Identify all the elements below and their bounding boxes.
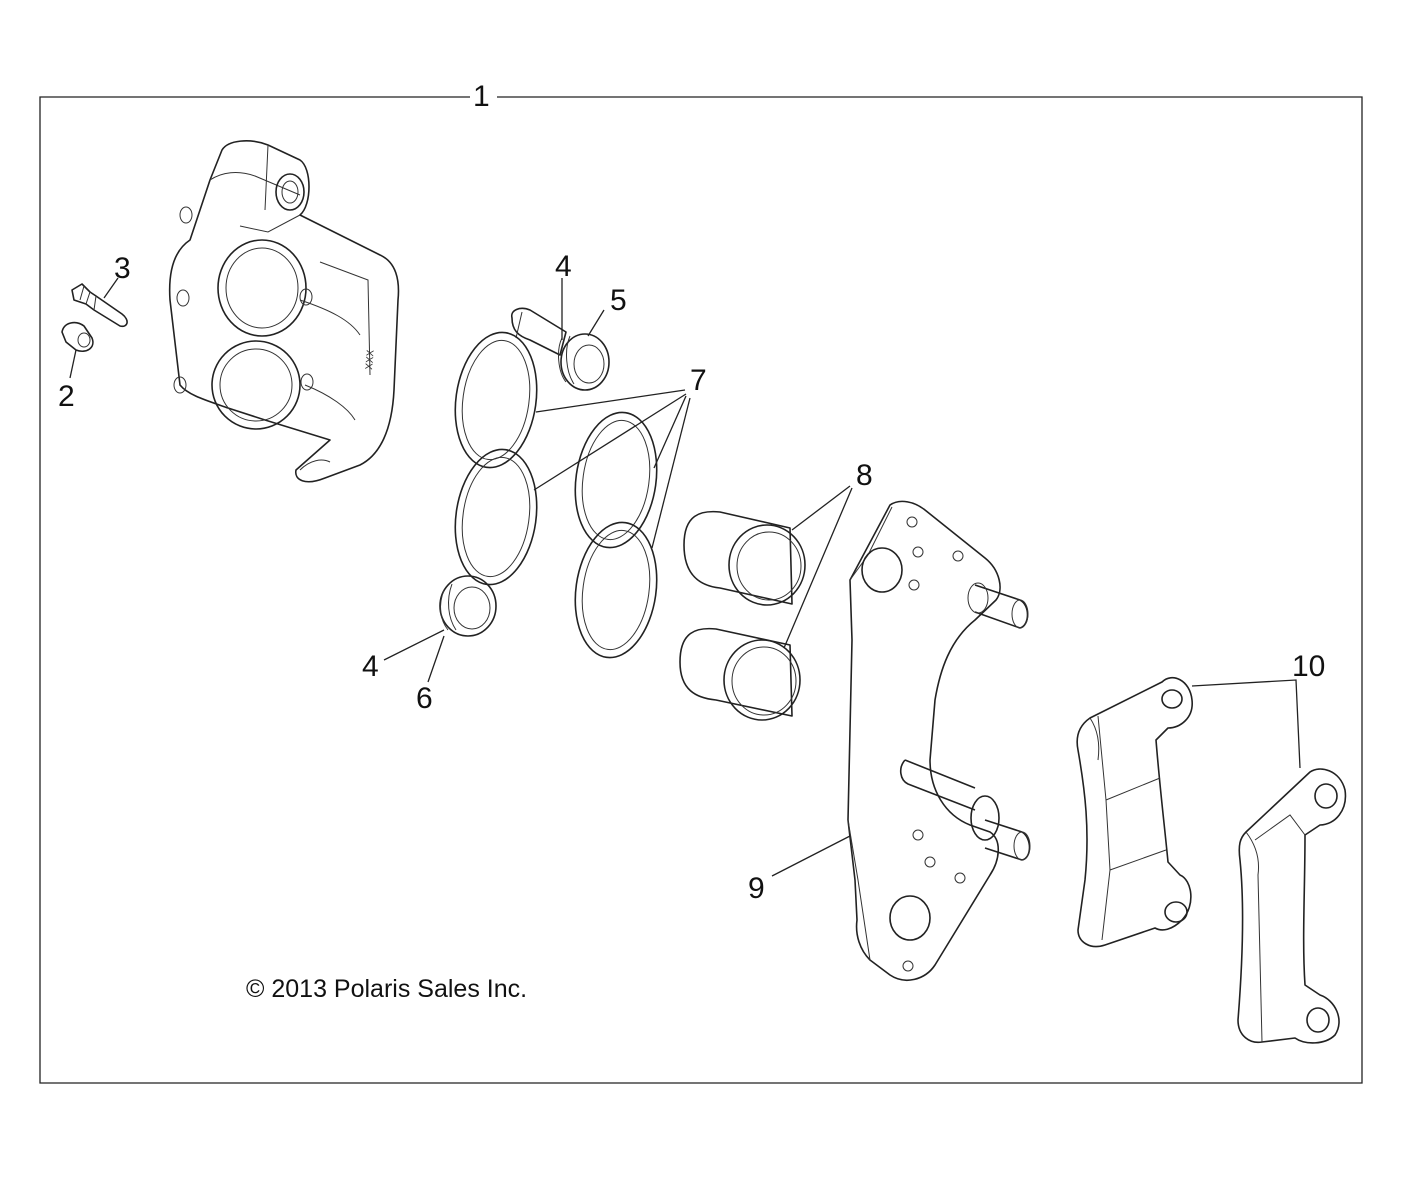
leader-lines <box>69 277 1301 877</box>
callout-10: 10 <box>1292 650 1325 683</box>
o-ring-4 <box>574 521 658 659</box>
crossover-tube-top <box>510 307 610 391</box>
bleeder-screw <box>71 283 128 328</box>
callout-1: 1 <box>473 80 490 113</box>
kit-frame <box>39 96 1363 1084</box>
callout-6: 6 <box>416 682 433 715</box>
callout-7: 7 <box>690 364 707 397</box>
mounting-bracket <box>847 500 1031 981</box>
caliper-housing: XXX <box>168 140 400 483</box>
callout-5: 5 <box>610 284 627 317</box>
callout-4-top: 4 <box>555 250 572 283</box>
callout-3: 3 <box>114 252 131 285</box>
copyright-notice: © 2013 Polaris Sales Inc. <box>246 975 527 1003</box>
o-ring-2 <box>454 448 538 586</box>
bleeder-cap <box>61 321 94 353</box>
piston-lower <box>679 627 801 721</box>
piston-upper <box>683 510 806 606</box>
svg-text:XXX: XXX <box>364 349 377 370</box>
o-ring-1 <box>454 331 538 469</box>
callout-2: 2 <box>58 380 75 413</box>
callout-9: 9 <box>748 872 765 905</box>
brake-pad-front <box>1076 676 1193 948</box>
o-ring-3 <box>574 411 658 549</box>
callout-8: 8 <box>856 459 873 492</box>
seal-lower <box>439 575 497 637</box>
callout-4-bottom: 4 <box>362 650 379 683</box>
brake-pad-rear <box>1237 768 1347 1044</box>
